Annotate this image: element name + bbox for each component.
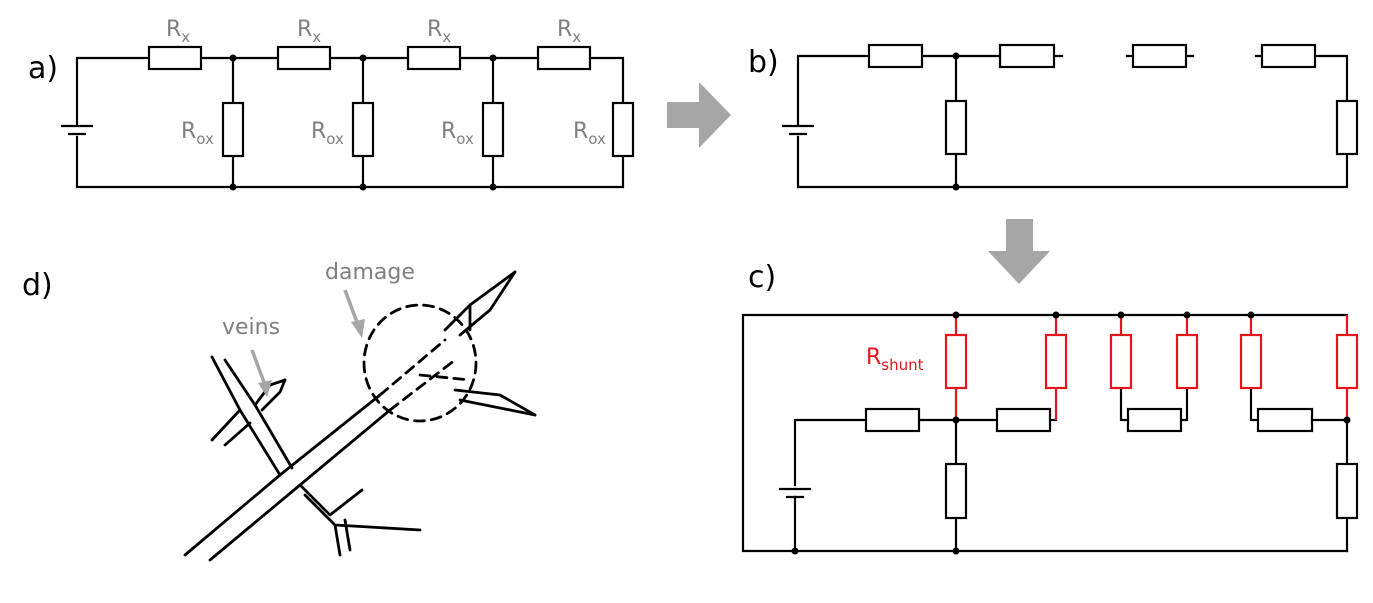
resistor-series-1 bbox=[867, 43, 924, 69]
label-veins: veins bbox=[222, 315, 280, 340]
junction-dot bbox=[229, 54, 237, 62]
junction-dot bbox=[952, 547, 960, 555]
label-rx-3: Rx bbox=[427, 17, 451, 46]
junction-dot bbox=[1052, 311, 1060, 319]
label-rx-2: Rx bbox=[297, 17, 321, 46]
resistor-shunt-1 bbox=[944, 462, 968, 520]
panel-b-wires bbox=[796, 54, 1349, 189]
resistor-series-4 bbox=[1260, 43, 1317, 69]
panel-c-outer-wires bbox=[741, 313, 1349, 553]
panel-a-label: a) bbox=[28, 51, 58, 86]
resistor-series-2 bbox=[995, 407, 1052, 433]
panel-a-wires bbox=[75, 56, 625, 189]
junction-dot bbox=[359, 54, 367, 62]
arrow-down-icon bbox=[988, 219, 1050, 284]
junction-dot bbox=[229, 183, 237, 191]
resistor-rshunt-2 bbox=[1044, 333, 1068, 390]
resistor-rx-1 bbox=[147, 45, 203, 71]
battery-icon bbox=[60, 124, 94, 136]
battery-icon bbox=[778, 487, 812, 499]
resistor-series-2 bbox=[998, 43, 1056, 69]
junction-dot bbox=[952, 52, 960, 60]
resistor-rshunt-1 bbox=[944, 333, 968, 390]
battery-icon bbox=[781, 124, 815, 136]
label-rox-2: Rox bbox=[311, 119, 344, 148]
junction-dot bbox=[952, 416, 960, 424]
junction-dot bbox=[952, 183, 960, 191]
junction-dot bbox=[1343, 416, 1351, 424]
resistor-series-3 bbox=[1131, 43, 1188, 69]
resistor-shunt-2 bbox=[1335, 462, 1359, 520]
label-damage: damage bbox=[325, 260, 415, 285]
label-rx-1: Rx bbox=[166, 17, 190, 46]
panel-c-group-3-wires bbox=[1249, 386, 1349, 422]
resistor-rx-4 bbox=[536, 45, 592, 71]
resistor-rshunt-6 bbox=[1335, 333, 1359, 390]
panel-b: b) bbox=[748, 43, 1359, 191]
resistor-rshunt-5 bbox=[1239, 333, 1263, 390]
junction-dot bbox=[359, 183, 367, 191]
junction-dot bbox=[1183, 311, 1191, 319]
resistor-series-3 bbox=[1126, 407, 1183, 433]
arrow-right-icon bbox=[667, 82, 731, 148]
label-rshunt: Rshunt bbox=[866, 345, 924, 374]
resistor-shunt-2 bbox=[1335, 99, 1359, 156]
label-rx-4: Rx bbox=[557, 17, 581, 46]
resistor-series-4 bbox=[1256, 407, 1314, 433]
junction-dot bbox=[489, 54, 497, 62]
panel-a-branches bbox=[231, 56, 495, 189]
resistor-rox-3 bbox=[481, 101, 505, 158]
resistor-rox-4 bbox=[611, 101, 635, 158]
junction-dot bbox=[791, 547, 799, 555]
junction-dot bbox=[952, 311, 960, 319]
veins-pointer-arrow bbox=[250, 349, 272, 397]
junction-dot bbox=[489, 183, 497, 191]
resistor-rshunt-4 bbox=[1175, 333, 1199, 390]
resistor-rx-3 bbox=[406, 45, 462, 71]
shunt-wires bbox=[954, 315, 1349, 420]
junction-dot bbox=[1117, 311, 1125, 319]
panel-a: a) Rx Rx Rx Rx Rox Rox Rox bbox=[28, 17, 635, 191]
label-rox-3: Rox bbox=[441, 119, 474, 148]
panel-b-label: b) bbox=[748, 45, 779, 80]
resistor-rshunt-3 bbox=[1109, 333, 1133, 390]
panel-c: c) bbox=[741, 260, 1359, 555]
panel-d-label: d) bbox=[22, 268, 53, 303]
panel-c-inner-wires bbox=[793, 418, 1349, 553]
panel-c-group-2-wires bbox=[1119, 386, 1189, 422]
damage-pointer-arrow bbox=[343, 289, 365, 338]
label-rox-4: Rox bbox=[573, 119, 606, 148]
label-rox-1: Rox bbox=[181, 119, 214, 148]
junction-dot bbox=[1247, 311, 1255, 319]
resistor-rox-2 bbox=[351, 101, 375, 158]
resistor-series-1 bbox=[864, 407, 921, 433]
resistor-rox-1 bbox=[221, 101, 245, 158]
resistor-shunt-1 bbox=[944, 99, 968, 156]
panel-d: d) bbox=[22, 260, 537, 562]
panel-c-label: c) bbox=[748, 260, 776, 295]
resistor-rx-2 bbox=[276, 45, 332, 71]
